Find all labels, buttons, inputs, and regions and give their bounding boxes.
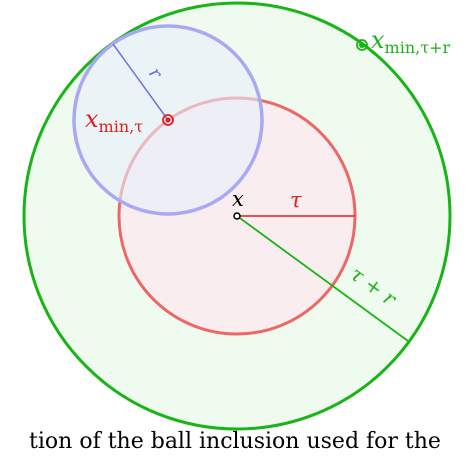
label-x-min-tau-var: x	[85, 105, 99, 133]
center-point-x	[233, 212, 241, 220]
label-x: x	[232, 187, 244, 211]
label-tau: τ	[290, 188, 302, 212]
point-x-min-tau-plus-r-ring	[356, 39, 368, 51]
radius-r-line	[112, 43, 169, 121]
label-x-min-tau-plus-r: xmin,τ+r	[371, 26, 450, 57]
label-x-min-tau: xmin,τ	[85, 105, 143, 136]
label-x-min-tau-plus-r-var: x	[371, 26, 385, 54]
label-x-min-tau-sub: min,τ	[99, 117, 144, 136]
point-x-min-tau-ring	[162, 114, 174, 126]
label-x-min-tau-plus-r-sub: min,τ+r	[385, 38, 451, 57]
caption-text: tion of the ball inclusion used for the	[29, 429, 441, 454]
radius-tau-plus-r-line	[236, 215, 409, 342]
point-x-min-tau-plus-r	[359, 42, 365, 48]
point-x-min-tau	[165, 117, 171, 123]
